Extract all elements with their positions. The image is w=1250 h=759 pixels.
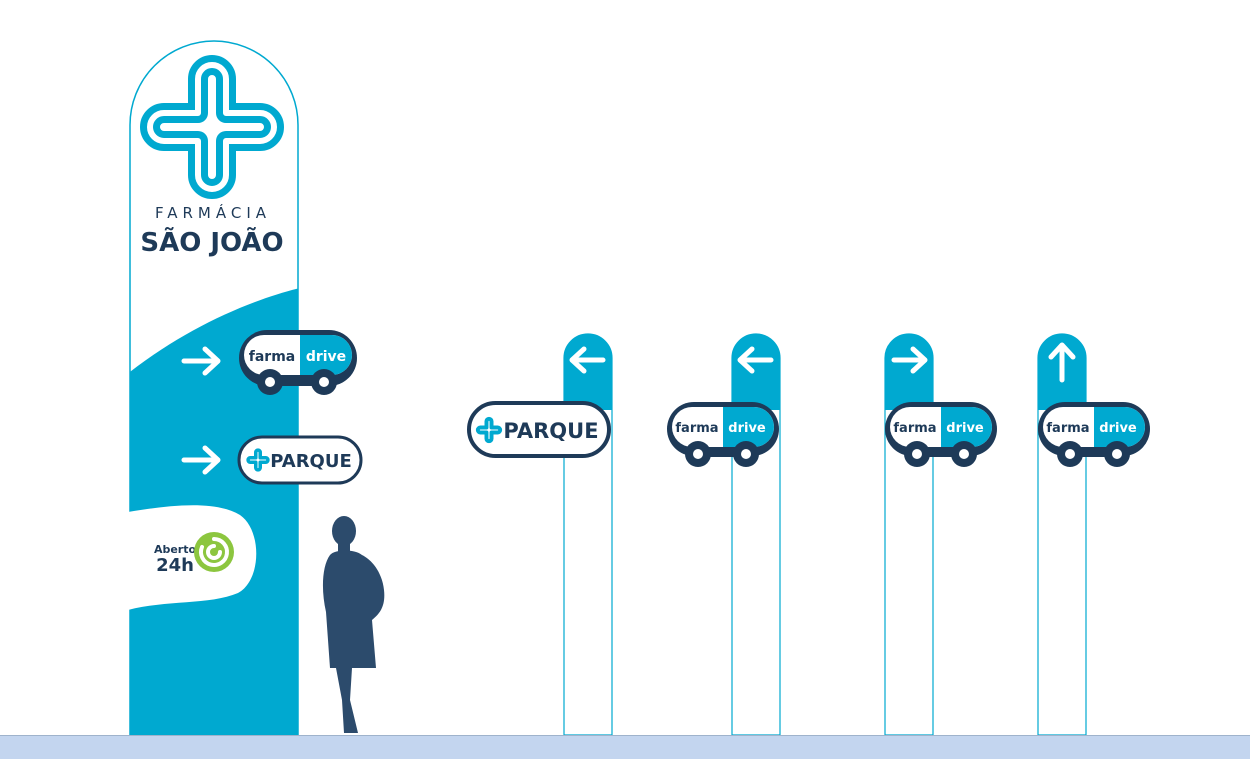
parque-label: PARQUE bbox=[503, 419, 598, 443]
farma-label: farma bbox=[249, 349, 295, 365]
farmadrive-badge: farma drive bbox=[667, 402, 779, 467]
arrow-left-icon bbox=[569, 346, 606, 374]
drive-label: drive bbox=[946, 421, 984, 436]
arrow-right-icon bbox=[181, 346, 221, 376]
farma-label: farma bbox=[893, 421, 936, 436]
parque-label: PARQUE bbox=[270, 451, 352, 472]
arrow-up-icon bbox=[1048, 342, 1076, 383]
aberto-label: Aberto bbox=[154, 543, 197, 556]
aberto-24h-badge: Aberto 24h bbox=[128, 505, 257, 610]
cross-logo-icon bbox=[475, 416, 503, 444]
hours-label: 24h bbox=[156, 555, 194, 576]
directional-post-drive-right: farma drive bbox=[884, 333, 997, 736]
directional-post-drive-up: farma drive bbox=[1037, 333, 1150, 736]
arrow-right-icon bbox=[181, 445, 221, 475]
person-silhouette bbox=[322, 516, 385, 733]
brand-bottom-text: SÃO JOÃO bbox=[140, 226, 283, 258]
arrow-right-icon bbox=[891, 346, 928, 374]
parque-badge bbox=[237, 435, 363, 485]
drive-label: drive bbox=[1099, 421, 1137, 436]
farmadrive-badge: farma drive bbox=[885, 402, 997, 467]
directional-post-drive-left: farma drive bbox=[667, 333, 781, 736]
drive-label: drive bbox=[306, 349, 346, 365]
totem-sign: FARMÁCIA SÃO JOÃO farma drive bbox=[128, 40, 363, 736]
farmadrive-badge: farma drive bbox=[239, 330, 357, 395]
totem-drive-row: farma drive bbox=[181, 330, 357, 395]
swirl-icon bbox=[194, 532, 234, 572]
brand-top-text: FARMÁCIA bbox=[155, 203, 271, 222]
farma-label: farma bbox=[675, 421, 718, 436]
farma-label: farma bbox=[1046, 421, 1089, 436]
parque-badge bbox=[467, 401, 611, 458]
farmadrive-badge: farma drive bbox=[1038, 402, 1150, 467]
drive-label: drive bbox=[728, 421, 766, 436]
directional-post-parque: PARQUE bbox=[467, 333, 613, 736]
arrow-left-icon bbox=[737, 346, 774, 374]
totem-parque-row: PARQUE bbox=[181, 435, 363, 485]
cross-logo-icon bbox=[246, 448, 270, 472]
ground-strip bbox=[0, 735, 1250, 759]
cross-logo-icon bbox=[140, 55, 284, 199]
